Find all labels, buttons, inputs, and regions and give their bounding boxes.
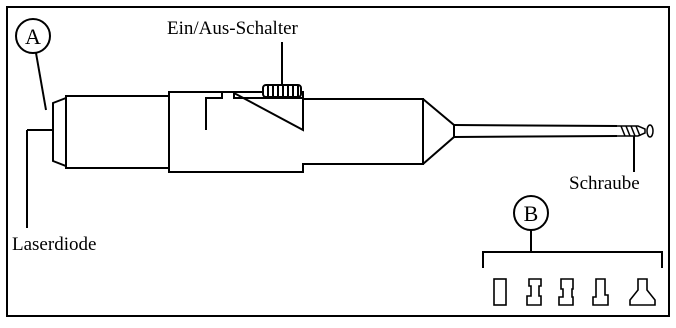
screw-callout: Schraube xyxy=(569,136,640,194)
callout-a-label: A xyxy=(25,24,41,49)
adapter-tips-icon xyxy=(493,278,656,306)
adapter-tip-2-icon xyxy=(526,278,542,306)
device-body xyxy=(168,91,424,173)
adapter-tip-4-icon xyxy=(592,278,609,306)
laser-diode-head xyxy=(52,95,170,169)
device-cone xyxy=(422,98,455,165)
screw-icon xyxy=(617,124,654,138)
diagram-frame xyxy=(6,6,670,317)
power-switch-label: Ein/Aus-Schalter xyxy=(167,18,299,39)
power-switch-knob-icon xyxy=(262,84,302,98)
screw-label: Schraube xyxy=(569,173,640,194)
laser-diode-label: Laserdiode xyxy=(12,234,96,255)
adapter-tip-1-icon xyxy=(493,278,507,306)
callout-b-label: B xyxy=(524,201,539,226)
adapter-tip-3-icon xyxy=(558,278,574,306)
power-switch-callout: Ein/Aus-Schalter xyxy=(167,18,299,85)
callout-a: A xyxy=(15,18,51,111)
device-rod xyxy=(453,124,618,138)
laser-diode-callout: Laserdiode xyxy=(12,129,96,255)
callout-b: B xyxy=(482,195,663,268)
adapter-tip-5-icon xyxy=(629,278,656,306)
